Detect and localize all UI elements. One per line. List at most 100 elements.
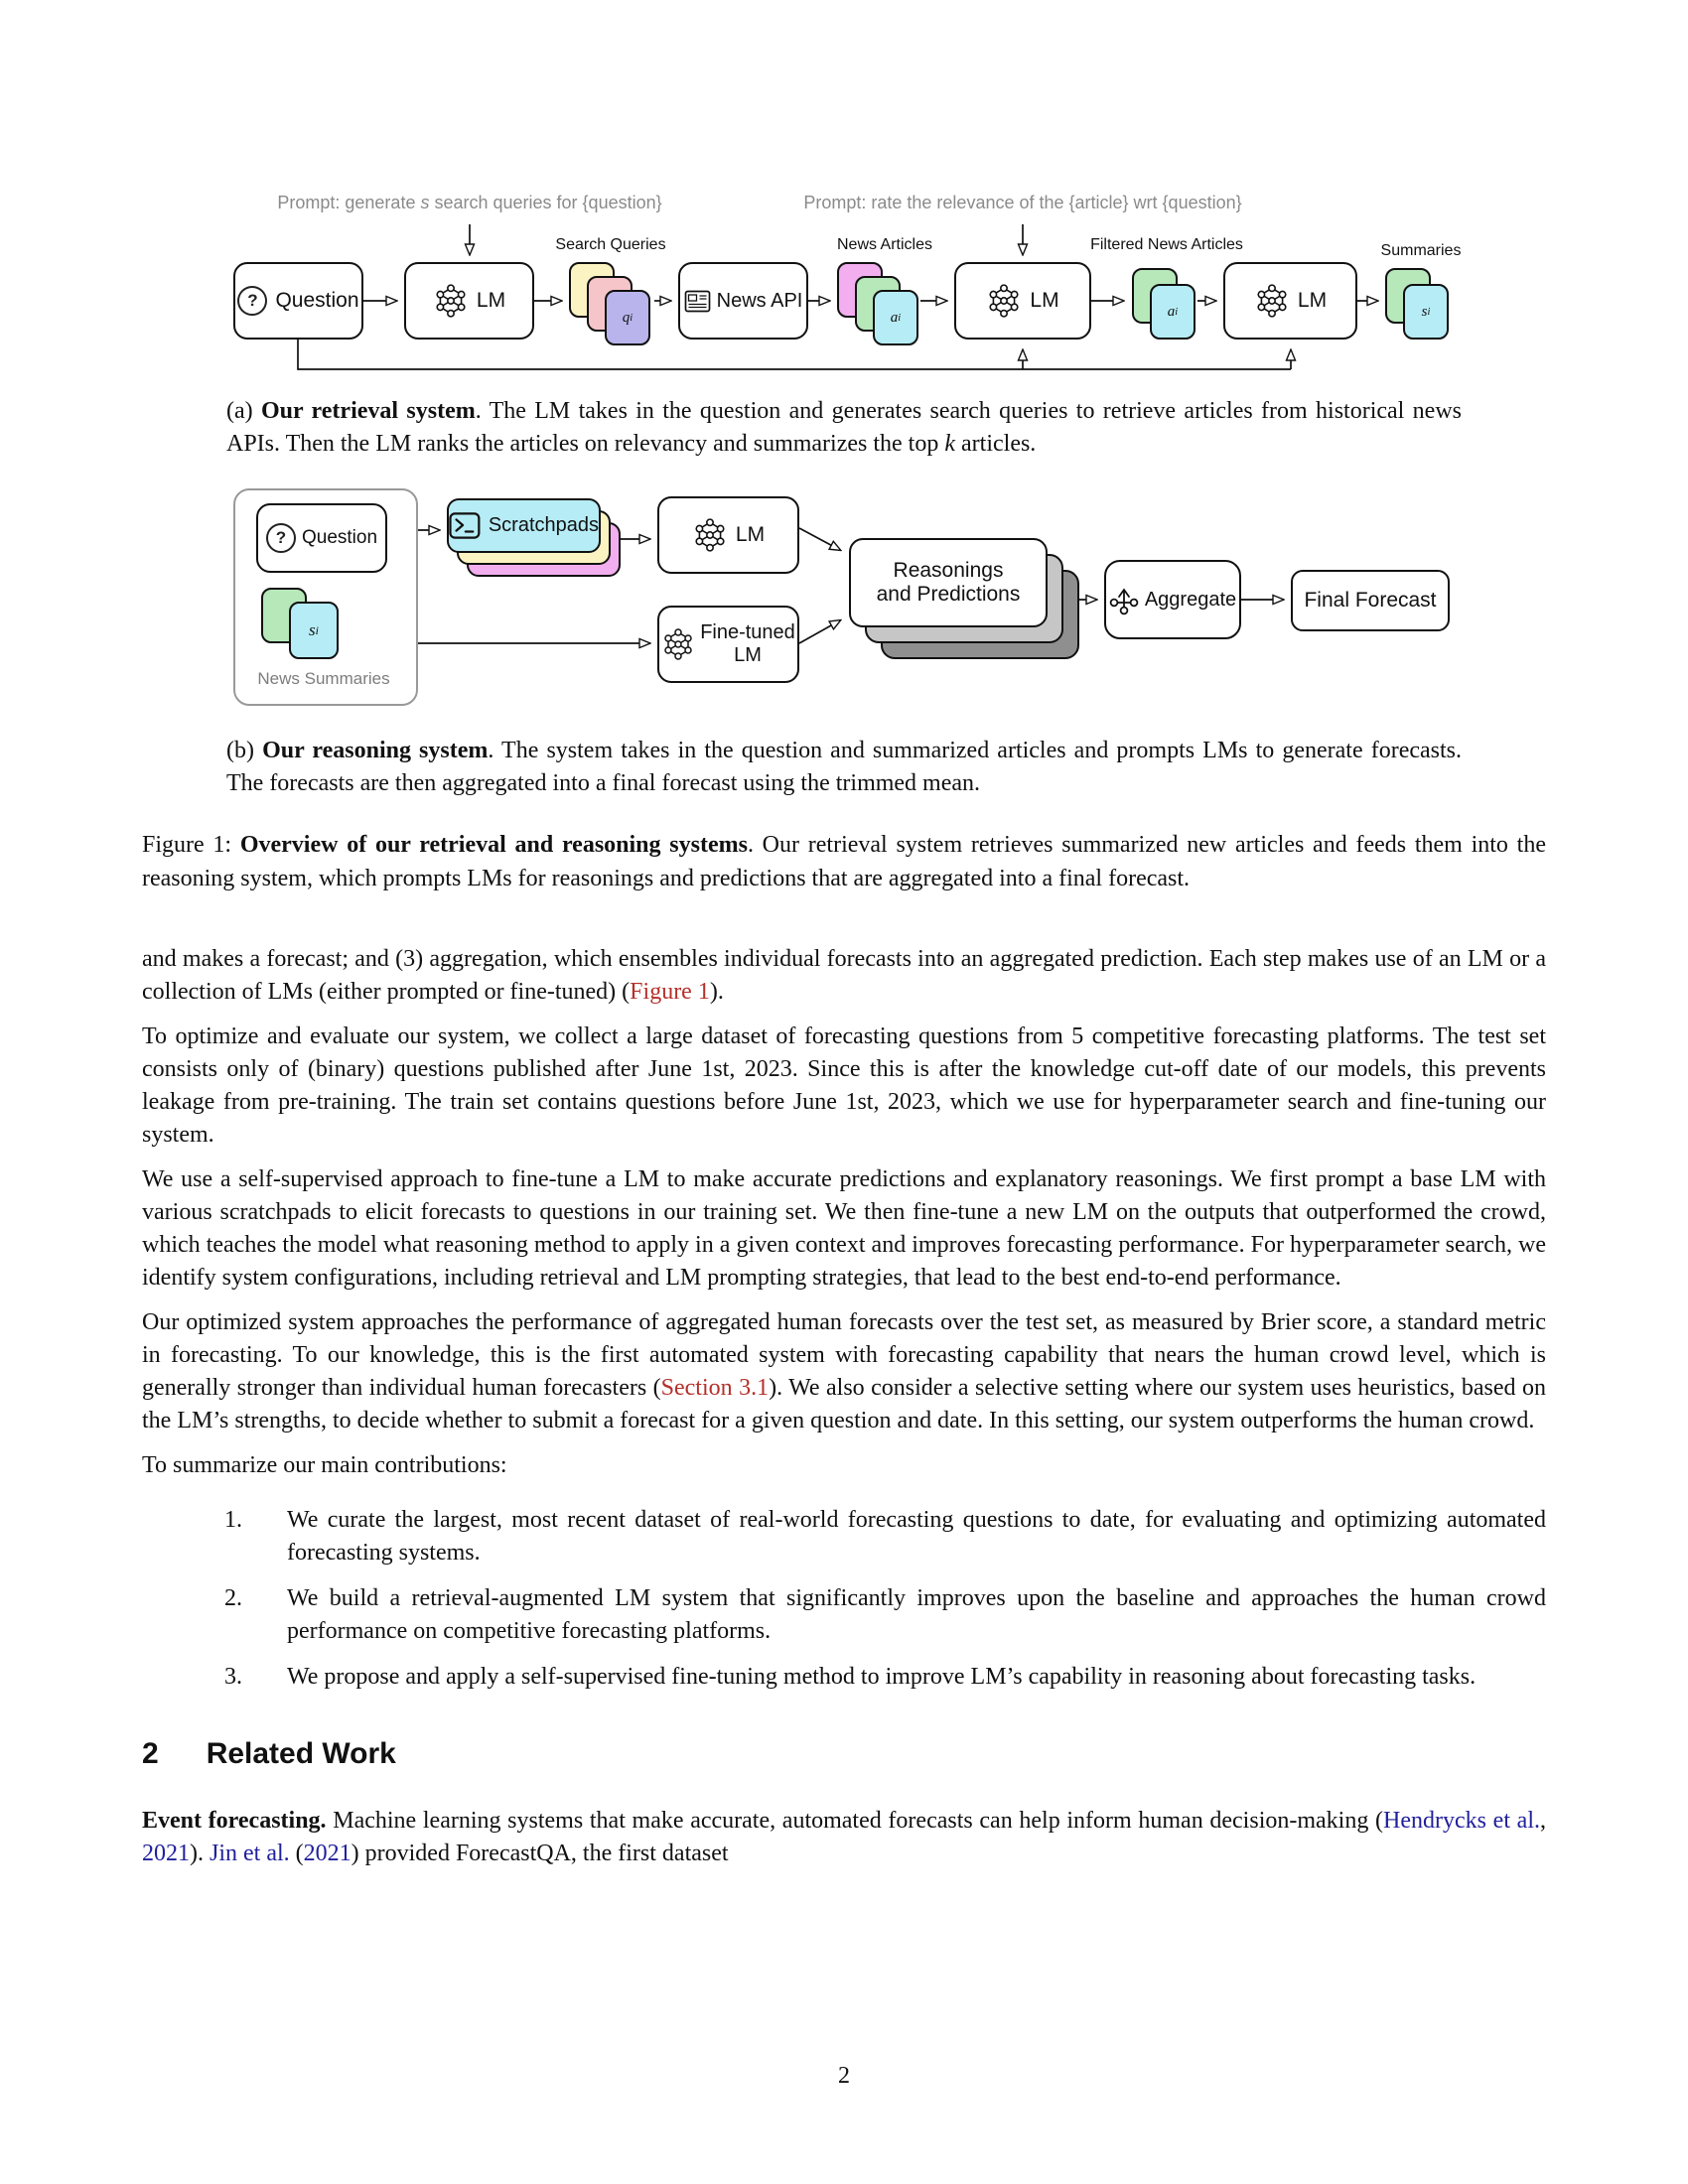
text-segment: ). We also consider a selective setting … [142,1375,1546,1433]
page-content: Prompt: generate s search queries for {q… [142,0,1546,2089]
text-segment: To optimize and evaluate our system, we … [142,1024,1546,1148]
summaries-label: Summaries [1380,242,1462,259]
text-segment: Our retrieval system [260,398,476,424]
section-number: 2 [142,1737,159,1770]
section-title: Related Work [206,1737,396,1770]
citation-link[interactable]: Hendrycks et al. [1383,1808,1540,1834]
text-segment: k [944,431,956,457]
internal-ref-link[interactable]: Section 3.1 [660,1375,770,1401]
lm-node-label: LM [1030,289,1059,312]
text-segment: (a) [226,398,261,424]
text-segment: search queries for {question} [429,193,662,212]
terminal-icon [449,512,481,539]
lm-node-3: LM [1223,262,1357,340]
paragraph-contributions-intro: To summarize our main contributions: [142,1449,1546,1482]
citation-link[interactable]: 2021 [142,1841,190,1866]
text-segment: We curate the largest, most recent datas… [287,1507,1546,1566]
filtered-news-articles-label: Filtered News Articles [1090,236,1243,253]
final-forecast-label: Final Forecast [1304,589,1437,612]
question-node-b: ? Question [256,503,387,573]
lm-node-label: LM [1297,289,1328,312]
scratchpads-label: Scratchpads [488,514,599,536]
text-segment: Overview of our retrieval and reasoning … [239,832,748,858]
list-item-text: We build a retrieval-augmented LM system… [287,1582,1546,1648]
paragraph-dataset: To optimize and evaluate our system, we … [142,1021,1546,1152]
question-node-label: Question [275,289,359,312]
text-segment: Event forecasting. [142,1808,327,1834]
text-segment: ). [190,1841,210,1866]
search-queries-label: Search Queries [555,236,666,253]
paragraph-self-supervised: We use a self-supervised approach to fin… [142,1163,1546,1295]
prompt-label-rate-relevance: Prompt: rate the relevance of the {artic… [803,193,1241,213]
text-segment: . The system takes in the question and s… [226,738,1463,796]
question-circle-icon: ? [237,286,268,316]
text-segment: Our reasoning system [262,738,489,763]
text-segment: , [1539,1808,1546,1834]
lm-node-label: LM [476,289,506,312]
text-segment: ). [709,979,724,1005]
contributions-list: 1. We curate the largest, most recent da… [224,1504,1546,1694]
text-segment: articles. [955,431,1037,457]
question-node: ? Question [233,262,363,340]
text-segment: a [1167,303,1176,320]
text-segment: i [315,622,319,637]
neural-network-icon [695,518,725,552]
internal-ref-link[interactable]: Figure 1 [630,979,710,1005]
text-segment: We build a retrieval-augmented LM system… [287,1585,1546,1644]
newspaper-icon [684,290,710,312]
caption-b: (b) Our reasoning system. The system tak… [226,735,1462,800]
merge-icon [1109,588,1139,615]
list-item-number: 3. [224,1664,242,1690]
neural-network-icon [989,284,1019,318]
body-text: and makes a forecast; and (3) aggregatio… [142,943,1546,1870]
lm-node-b: LM [657,496,799,574]
text-segment: . Our retrieval system retrieves summari… [142,832,1546,891]
retrieval-system-diagram: Prompt: generate s search queries for {q… [142,149,1546,379]
neural-network-icon [1257,284,1287,318]
question-node-label: Question [301,527,378,548]
text-segment: To summarize our main contributions: [142,1452,507,1478]
aggregate-label: Aggregate [1144,588,1237,611]
text-segment: ) provided ForecastQA, the first dataset [351,1841,729,1866]
text-segment: Figure 1: [142,832,240,858]
news-api-node: News API [678,262,808,340]
neural-network-icon [436,284,466,318]
paragraph-event-forecasting: Event forecasting. Machine learning syst… [142,1805,1546,1870]
text-segment: s [1421,303,1428,320]
text-segment: i [898,312,902,324]
paragraph-continuation: and makes a forecast; and (3) aggregatio… [142,943,1546,1009]
text-segment: q [622,309,631,326]
fine-tuned-lm-node: Fine-tuned LM [657,606,799,683]
list-item: 1. We curate the largest, most recent da… [224,1504,1546,1570]
lm-node-label: LM [735,523,766,546]
citation-link[interactable]: Jin et al. [210,1841,290,1866]
news-articles-label: News Articles [836,236,933,253]
reasonings-predictions-node: Reasonings and Predictions [849,538,1048,627]
text-segment: . The LM takes in the question and gener… [226,398,1463,457]
text-segment: a [890,309,899,326]
text-segment: We propose and apply a self-supervised f… [287,1664,1477,1690]
news-api-node-label: News API [716,289,803,312]
citation-link[interactable]: 2021 [303,1841,352,1866]
question-circle-icon: ? [265,523,296,553]
text-segment: s [309,620,316,639]
text-segment: (b) [226,738,263,763]
lm-node-1: LM [404,262,534,340]
page-number: 2 [838,2063,850,2089]
list-item-text: We propose and apply a self-supervised f… [287,1661,1476,1694]
text-segment: i [630,312,633,324]
reasonings-predictions-label: Reasonings and Predictions [876,558,1021,606]
scratchpad-card-front: Scratchpads [447,498,601,553]
diagram-b-arrows [414,478,1546,719]
text-segment: i [1427,306,1431,318]
news-summaries-label: News Summaries [257,669,390,688]
list-item-number: 1. [224,1507,242,1533]
text-segment: Prompt: generate [277,193,421,212]
text-segment: ( [289,1841,304,1866]
list-item-text: We curate the largest, most recent datas… [287,1504,1546,1570]
section-heading-related-work: 2 Related Work [142,1737,1546,1771]
text-segment: i [1175,306,1179,318]
